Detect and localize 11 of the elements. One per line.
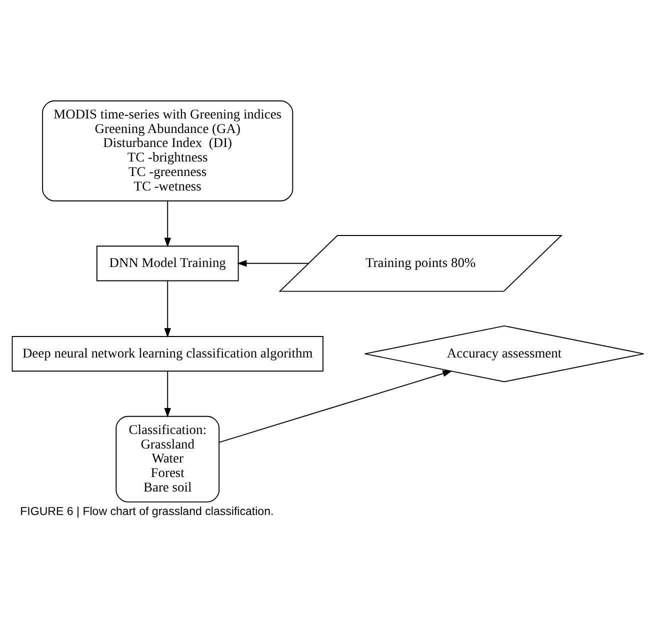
arrow <box>218 370 452 443</box>
node-box: MODIS time-series with Greening indices Greening Abundance (GA) Disturbance Index (DI) TC -brightness TC -greenness TC -wetness <box>42 100 294 202</box>
arrow <box>237 260 310 267</box>
node-box: DNN Model Training <box>96 246 239 282</box>
arrow <box>164 200 171 248</box>
node-box: Classification: Grassland Water Forest Bare soil <box>116 416 220 502</box>
arrow <box>164 370 171 418</box>
node-box: Deep neural network learning classification algorithm <box>12 336 324 372</box>
arrow <box>164 280 171 338</box>
caption: FIGURE 6 | Flow chart of grassland classification. <box>20 506 274 518</box>
node-diamond: Accuracy assessment <box>364 325 644 382</box>
